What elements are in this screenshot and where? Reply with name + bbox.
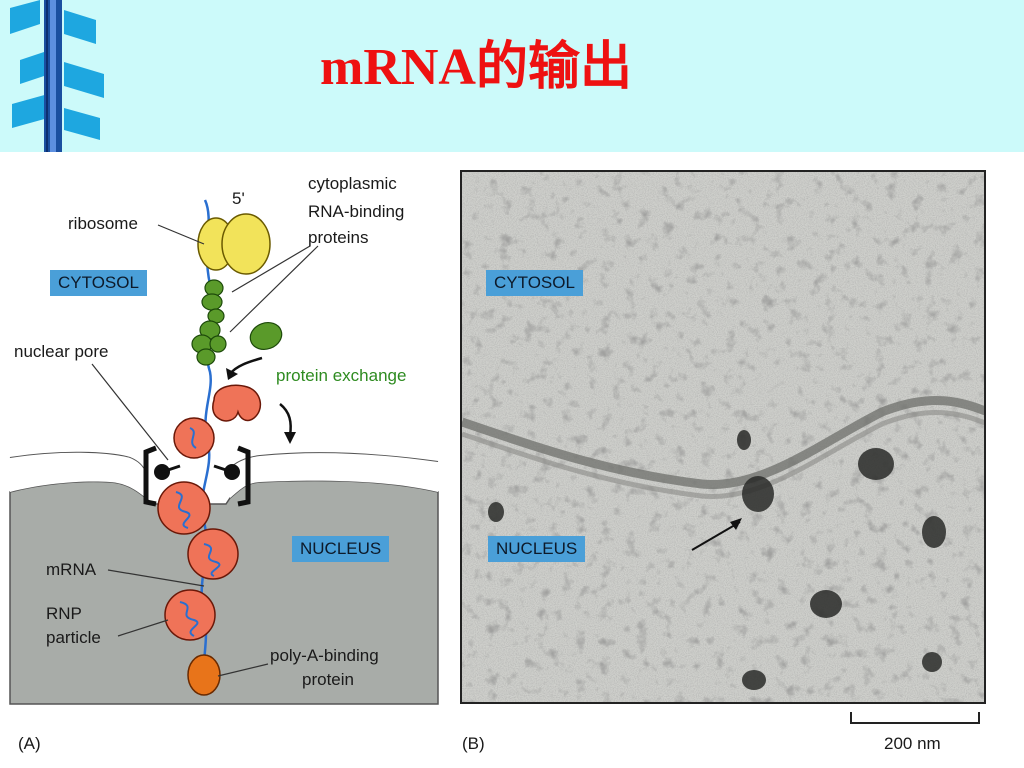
mrna-export-diagram — [9, 152, 440, 707]
rnp-leader — [117, 619, 169, 637]
five-prime-label: 5' — [232, 189, 245, 208]
decoration-icon — [10, 0, 104, 152]
nuclear-pore-complex — [143, 445, 251, 507]
poly-a-label-1: poly-A-binding — [270, 646, 379, 665]
cytoplasmic-proteins-label-1: cytoplasmic — [308, 174, 397, 193]
ribosome-icon — [197, 213, 271, 275]
panel-a-label: (A) — [18, 734, 41, 753]
nucleus-region — [9, 479, 439, 705]
rnp-label-1: RNP — [46, 604, 82, 623]
scale-label: 200 nm — [884, 734, 941, 753]
mrna-label: mRNA — [46, 560, 97, 579]
poly-a-leader — [217, 663, 269, 677]
ribosome-leader — [157, 224, 205, 245]
rnp-label-2: particle — [46, 628, 101, 647]
nuclear-pore-label: nuclear pore — [14, 342, 109, 361]
cytosol-label-a: CYTOSOL — [50, 270, 147, 297]
page-title: mRNA的输出 — [320, 39, 632, 96]
electron-micrograph — [460, 170, 986, 704]
protein-leader-2 — [229, 245, 319, 333]
mrna-loops — [175, 427, 221, 637]
cytosol-label-b: CYTOSOL — [486, 270, 583, 297]
protein-exchange-label: protein exchange — [276, 366, 407, 385]
mrna-leader — [107, 569, 205, 587]
rnp-particle-icon — [157, 384, 262, 641]
pore-leader — [91, 363, 169, 461]
panel-b-label: (B) — [462, 734, 485, 753]
poly-a-binding-protein-icon — [187, 654, 221, 696]
title-bar: mRNA的输出 — [0, 0, 1024, 152]
nucleus-label-a: NUCLEUS — [292, 536, 390, 563]
cytoplasmic-proteins-label-2: RNA-binding — [308, 202, 405, 221]
nucleus-label-b: NUCLEUS — [488, 536, 586, 563]
protein-leader-1 — [231, 245, 311, 293]
cytoplasmic-proteins-label-3: proteins — [308, 228, 369, 247]
poly-a-label-2: protein — [302, 670, 354, 689]
scale-bar — [850, 712, 980, 724]
micrograph-image — [462, 172, 984, 702]
ribosome-label: ribosome — [68, 214, 138, 233]
cytoplasmic-protein-icon — [191, 279, 283, 366]
